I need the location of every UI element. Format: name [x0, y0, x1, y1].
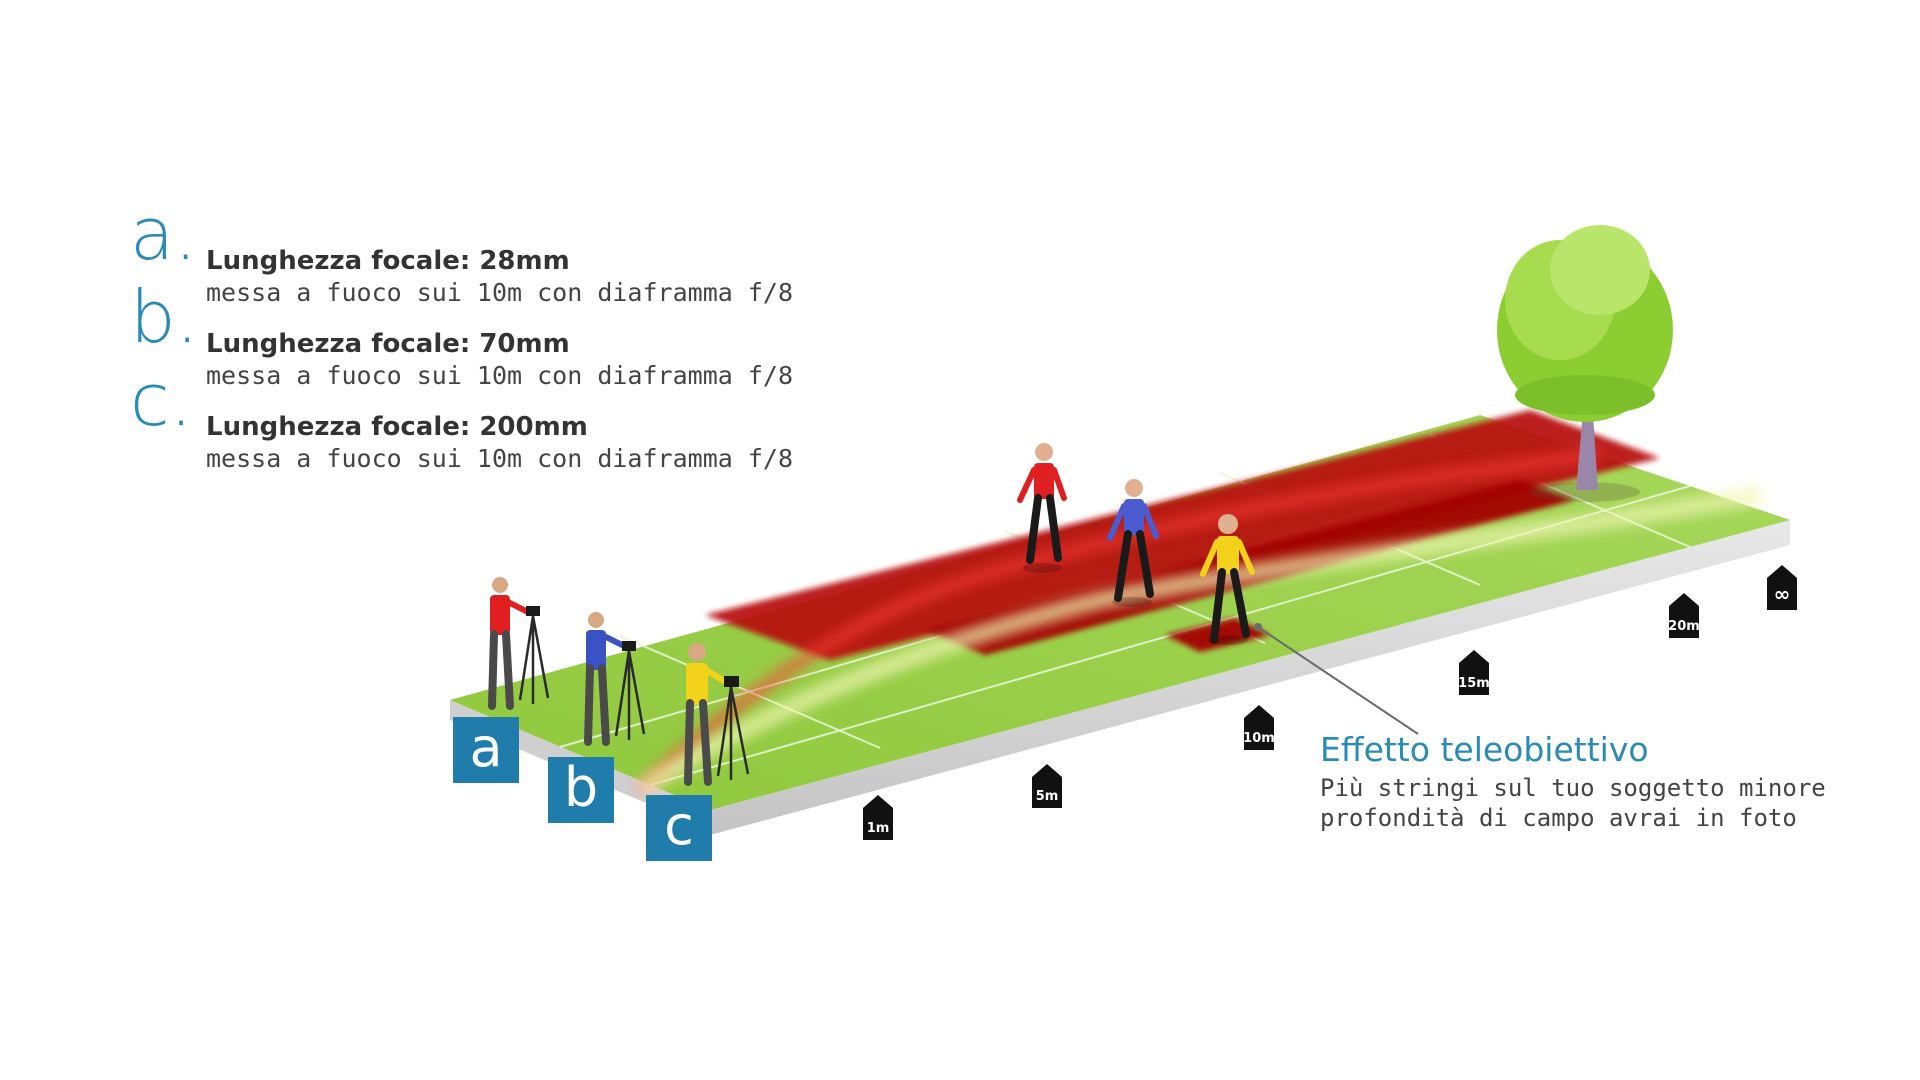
legend-description: messa a fuoco sui 10m con diaframma f/8 [206, 444, 793, 473]
legend-letter: b. [130, 275, 199, 359]
position-label-a: a [453, 717, 519, 783]
focus-curve [635, 448, 1601, 796]
annotation-line: profondità di campo avrai in foto [1320, 804, 1797, 832]
position-label-b: b [548, 757, 614, 823]
legend-item-c: c. Lunghezza focale: 200mm messa a fuoco… [130, 364, 850, 473]
distance-marker-1m: 1m [863, 795, 893, 840]
legend-title: Lunghezza focale: 70mm [206, 329, 570, 359]
subject-blue [1107, 479, 1159, 607]
svg-text:20m: 20m [1668, 619, 1700, 634]
distance-marker-infinity: ∞ [1767, 565, 1797, 610]
photographer-b [584, 612, 646, 746]
annotation-body: Più stringi sul tuo soggetto minore prof… [1320, 773, 1880, 833]
distance-marker-10m: 10m [1243, 705, 1275, 750]
svg-text:10m: 10m [1243, 731, 1275, 746]
legend-item-b: b. Lunghezza focale: 70mm messa a fuoco … [130, 281, 850, 390]
legend-description: messa a fuoco sui 10m con diaframma f/8 [206, 361, 793, 390]
subject-yellow [1200, 514, 1255, 645]
svg-text:15m: 15m [1458, 676, 1490, 691]
annotation-title: Effetto teleobiettivo [1320, 730, 1649, 769]
tree-illustration [1497, 225, 1673, 502]
legend-description: messa a fuoco sui 10m con diaframma f/8 [206, 278, 793, 307]
legend-title: Lunghezza focale: 28mm [206, 246, 570, 276]
distance-marker-20m: 20m [1668, 593, 1700, 638]
legend-letter: a. [130, 192, 198, 276]
photographer-a [488, 577, 550, 710]
slab-right-side [710, 520, 1790, 835]
legend-title: Lunghezza focale: 200mm [206, 412, 588, 442]
subject-red [1017, 443, 1067, 573]
telephoto-annotation: Effetto teleobiettivo Più stringi sul tu… [1320, 730, 1880, 833]
svg-text:5m: 5m [1036, 789, 1059, 804]
distance-marker-15m: 15m [1458, 650, 1490, 695]
focal-length-legend: a. Lunghezza focale: 28mm messa a fuoco … [130, 198, 850, 473]
light-curve [635, 486, 1762, 798]
legend-letter: c. [130, 358, 193, 442]
annotation-line: Più stringi sul tuo soggetto minore [1320, 774, 1826, 802]
distance-marker-5m: 5m [1032, 764, 1062, 808]
svg-text:∞: ∞ [1774, 582, 1791, 606]
position-label-c: c [646, 795, 712, 861]
tree-trunk [1576, 400, 1598, 490]
annotation-leader [1254, 623, 1419, 735]
svg-text:1m: 1m [867, 821, 890, 836]
legend-item-a: a. Lunghezza focale: 28mm messa a fuoco … [130, 198, 850, 307]
tree-canopy [1497, 225, 1673, 422]
photographer-c [684, 643, 750, 786]
